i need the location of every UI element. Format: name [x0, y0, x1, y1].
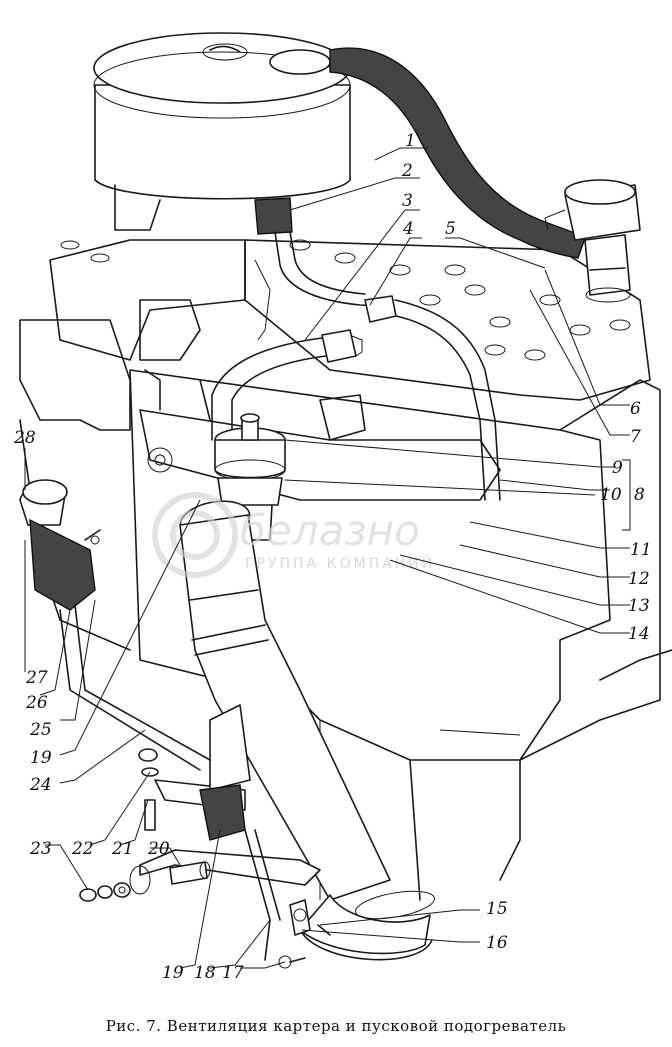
callout-23: 23 [29, 839, 52, 859]
ventilation-valve [214, 413, 286, 541]
callout-26: 26 [25, 693, 48, 713]
callout-27: 27 [25, 668, 48, 688]
callout-1: 1 [405, 131, 416, 151]
air-cleaner [93, 32, 351, 231]
watermark-tagline: ГРУППА КОМПАНИЙ [245, 554, 435, 572]
callout-14: 14 [628, 624, 650, 644]
figure-caption: Рис. 7. Вентиляция картера и пусковой по… [105, 1017, 567, 1035]
callout-20: 20 [147, 839, 170, 859]
callout-25: 25 [29, 720, 52, 740]
callout-2: 2 [401, 161, 413, 181]
callout-leaders [24, 147, 631, 969]
callout-3: 3 [402, 191, 413, 211]
callout-18: 18 [194, 963, 216, 983]
callout-11: 11 [630, 540, 652, 560]
watermark: белазно ГРУППА КОМПАНИЙ [152, 492, 435, 578]
callout-6: 6 [630, 399, 641, 419]
callout-7: 7 [630, 427, 641, 447]
ventilation-pipes [211, 197, 501, 501]
callout-9: 9 [612, 458, 623, 478]
callout-numbers: 1 2 3 4 5 6 7 8 9 10 11 12 13 14 15 16 1… [13, 131, 652, 983]
callout-17: 17 [222, 963, 244, 983]
callout-8: 8 [634, 485, 645, 505]
callout-21: 21 [111, 839, 134, 859]
callout-15: 15 [486, 899, 508, 919]
callout-16: 16 [486, 933, 508, 953]
left-hose-clamp [19, 479, 211, 771]
callout-10: 10 [600, 485, 622, 505]
callout-13: 13 [628, 596, 650, 616]
callout-24: 24 [29, 775, 52, 795]
callout-28: 28 [13, 428, 36, 448]
callout-12: 12 [628, 569, 650, 589]
callout-19-bottom: 19 [162, 963, 184, 983]
callout-22: 22 [71, 839, 94, 859]
callout-4: 4 [402, 219, 414, 239]
watermark-brand: белазно [240, 506, 420, 555]
callout-19-left: 19 [30, 748, 52, 768]
callout-5: 5 [445, 219, 456, 239]
ventilation-hose [269, 47, 641, 303]
mounting-bracket [79, 704, 321, 969]
